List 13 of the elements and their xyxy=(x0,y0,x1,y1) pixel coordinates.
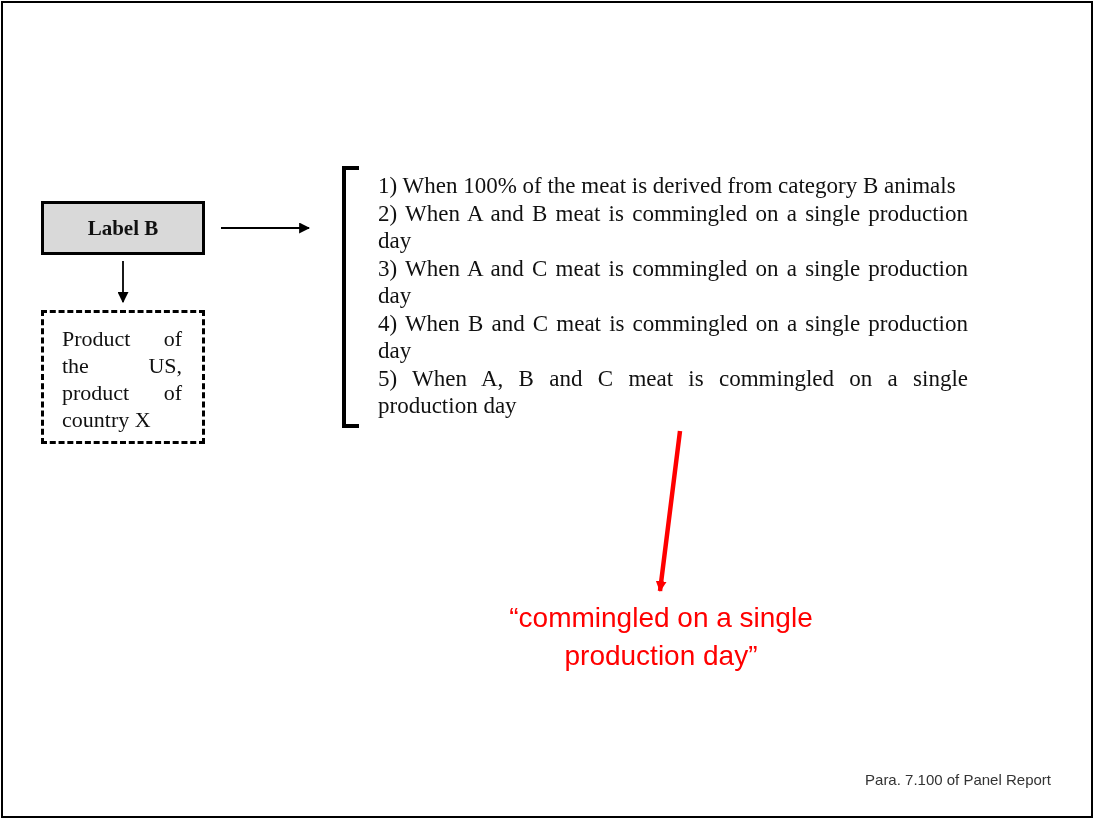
quote-text: “commingled on a single production day” xyxy=(461,599,861,685)
list-item: 2) When A and B meat is commingled on a single production day xyxy=(378,199,968,255)
list-item: 1) When 100% of the meat is derived from category B animals xyxy=(378,172,957,200)
list-item: 4) When B and C meat is commingled on a single production day xyxy=(378,309,968,365)
label-box: Label B xyxy=(41,201,205,255)
dashed-box xyxy=(41,310,205,444)
arrow xyxy=(117,260,129,304)
arrow xyxy=(220,222,311,234)
box-text: Product of the US, product of country X xyxy=(62,325,182,433)
list-item: 3) When A and C meat is commingled on a single production day xyxy=(378,254,968,310)
arrow xyxy=(655,430,683,593)
list-item: 5) When A, B and C meat is commingled on a single production day xyxy=(378,364,968,420)
source-note: Para. 7.100 of Panel Report xyxy=(865,771,1051,788)
